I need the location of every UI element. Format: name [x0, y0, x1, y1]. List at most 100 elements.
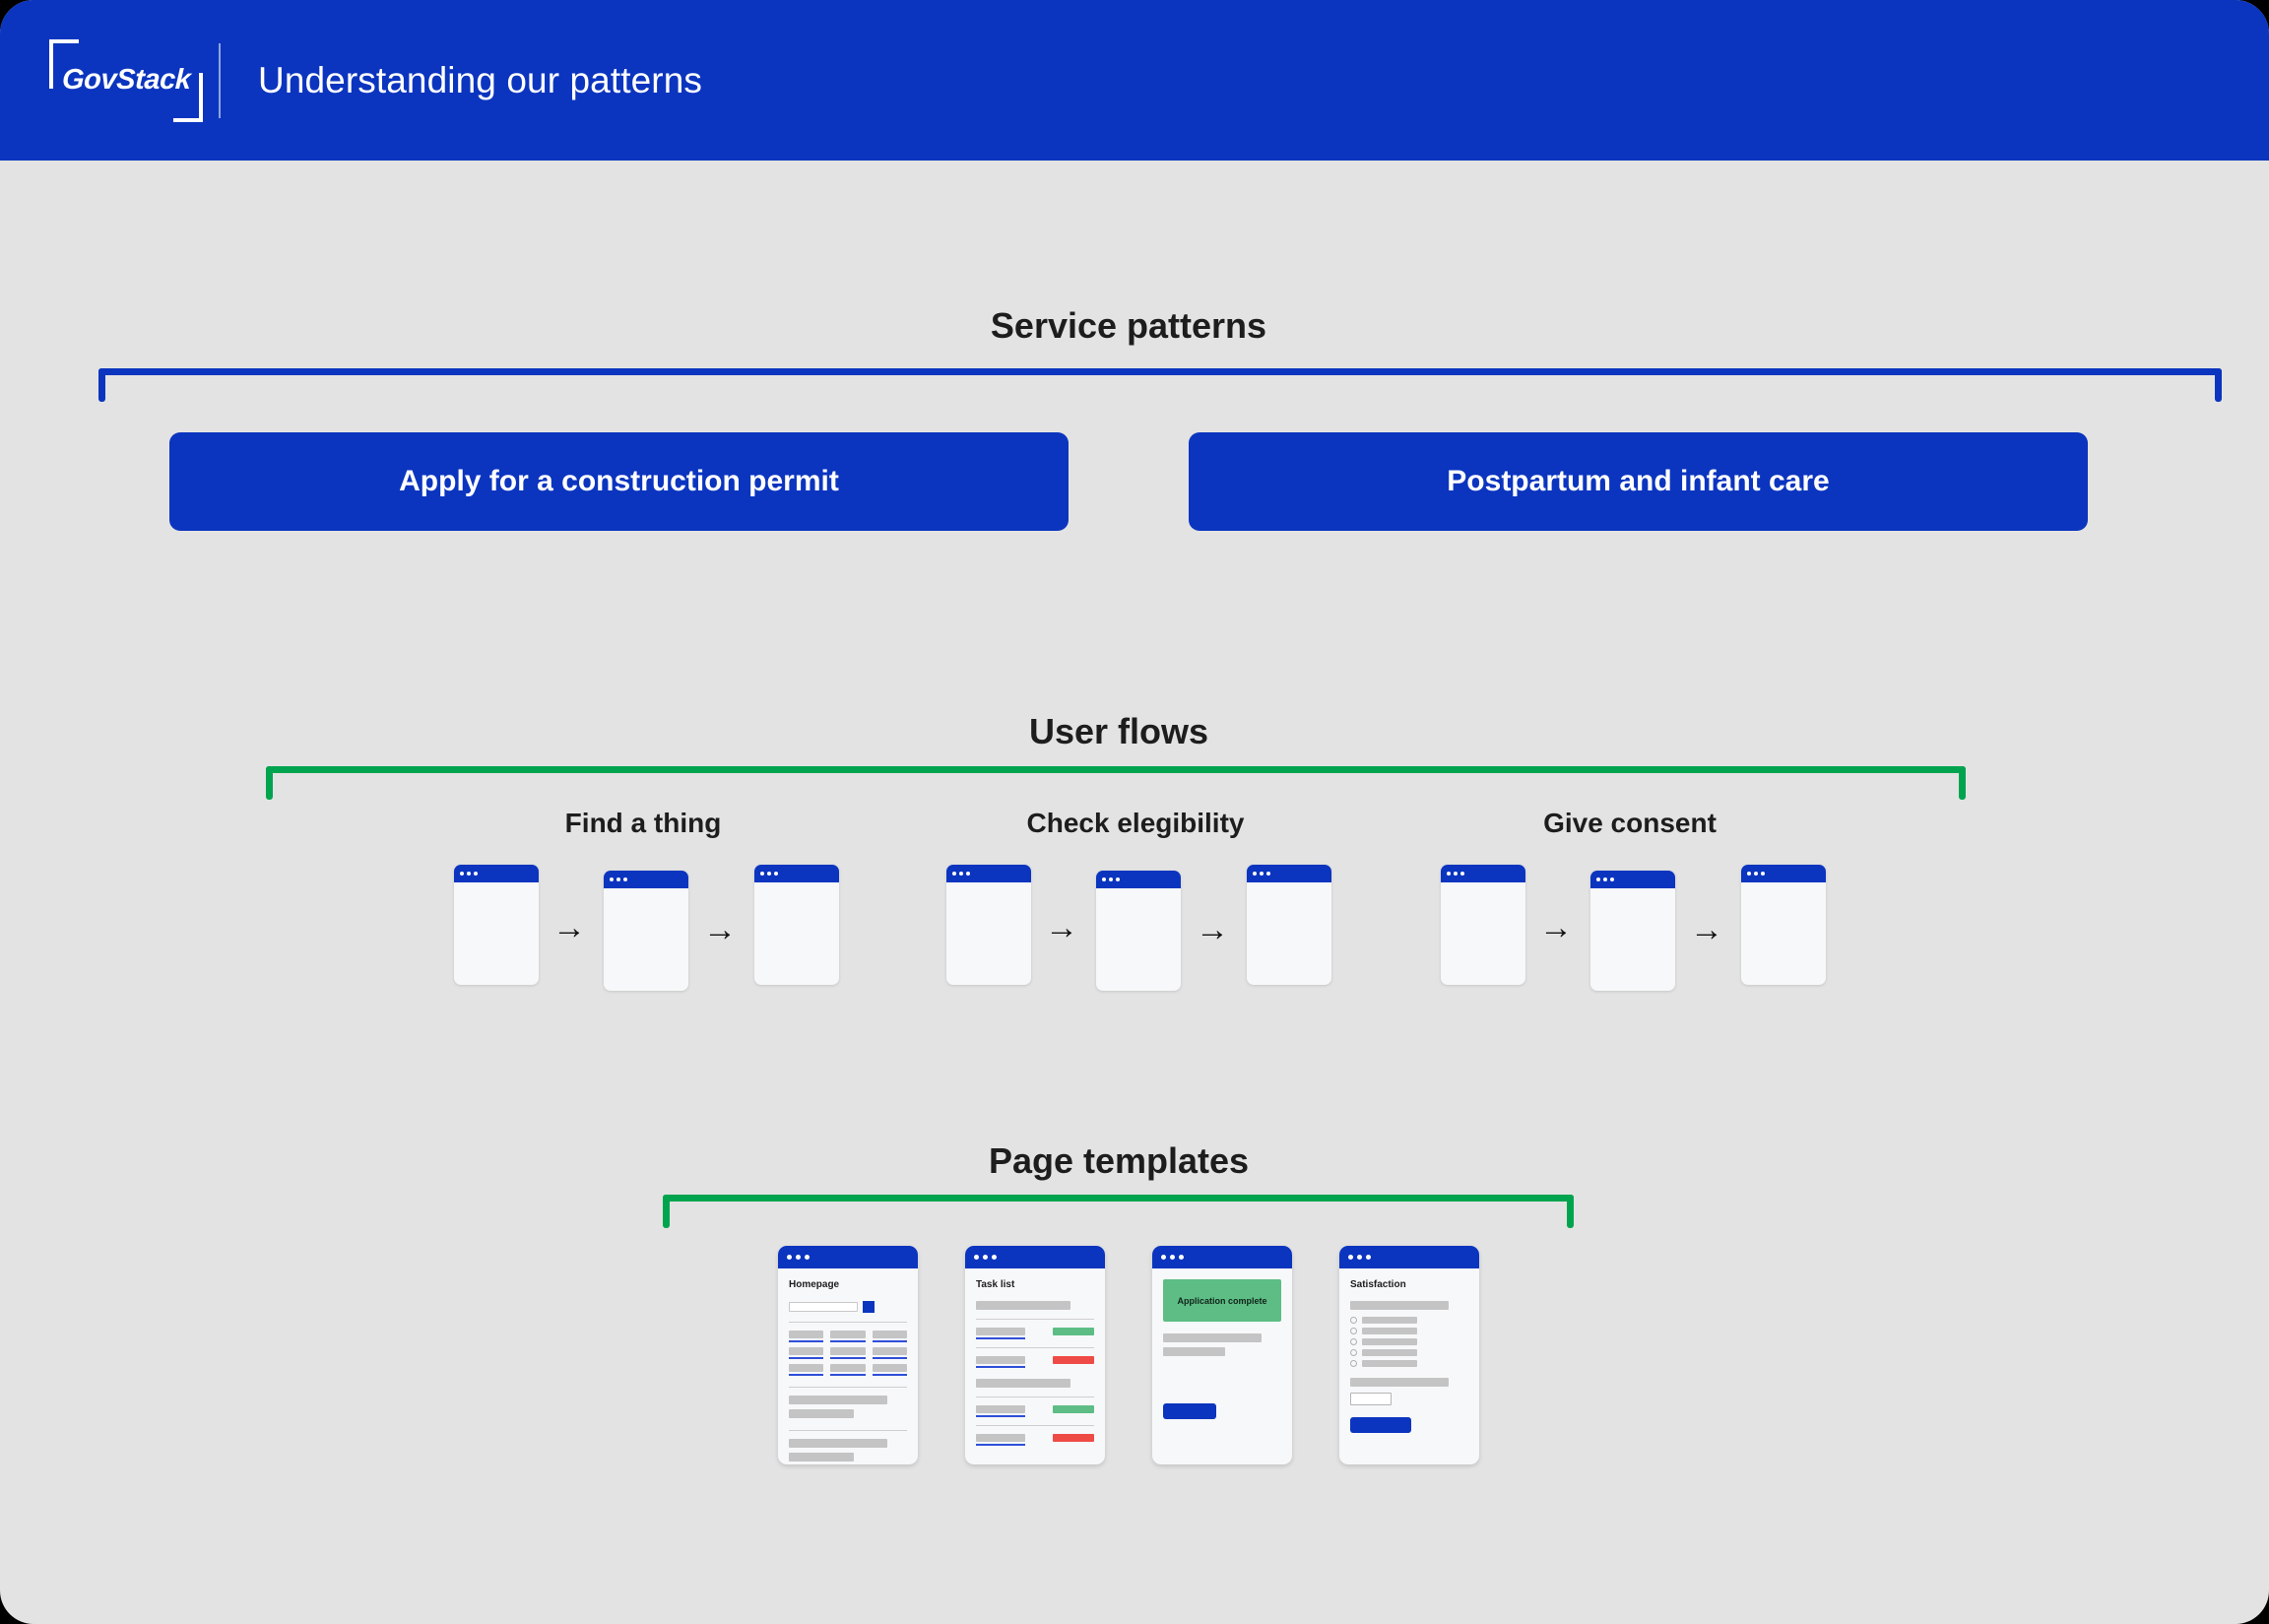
grid-link[interactable]: [789, 1364, 824, 1376]
card-titlebar: [604, 871, 688, 888]
task-row[interactable]: [976, 1328, 1094, 1339]
dot-icon: [610, 877, 614, 881]
flow-step-card[interactable]: [604, 871, 688, 991]
text-input[interactable]: [1350, 1393, 1392, 1405]
template-heading: Task list: [976, 1279, 1015, 1290]
text-placeholder: [789, 1453, 854, 1462]
grid-link[interactable]: [872, 1364, 907, 1376]
radio-option[interactable]: [1350, 1317, 1468, 1324]
card-titlebar: [1741, 865, 1826, 882]
flow-step-card[interactable]: [454, 865, 539, 985]
dot-icon: [959, 872, 963, 876]
dot-icon: [796, 1255, 801, 1260]
flow-step-card[interactable]: [946, 865, 1031, 985]
page-templates-title: Page templates: [988, 1140, 1250, 1181]
card-titlebar: [1096, 871, 1181, 888]
flow-step-card[interactable]: [1441, 865, 1525, 985]
text-placeholder: [789, 1409, 854, 1418]
dot-icon: [1603, 877, 1607, 881]
user-flows-bracket: [266, 766, 1966, 800]
dot-icon: [1253, 872, 1257, 876]
dot-icon: [1447, 872, 1451, 876]
bracket-bar: [266, 766, 1966, 773]
task-row[interactable]: [976, 1356, 1094, 1368]
dot-icon: [1266, 872, 1270, 876]
header-divider: [219, 42, 221, 118]
service-pattern-button-postpartum-infant-care[interactable]: Postpartum and infant care: [1189, 432, 2088, 531]
flow-step-card[interactable]: [1741, 865, 1826, 985]
grid-link[interactable]: [872, 1347, 907, 1359]
flow-step-card[interactable]: [1247, 865, 1331, 985]
dot-icon: [805, 1255, 810, 1260]
grid-link[interactable]: [830, 1331, 866, 1342]
card-titlebar: [965, 1246, 1105, 1268]
dot-icon: [623, 877, 627, 881]
search-button[interactable]: [863, 1301, 875, 1313]
radio-option[interactable]: [1350, 1349, 1468, 1356]
submit-button[interactable]: [1350, 1417, 1411, 1433]
bracket-bar: [663, 1195, 1574, 1202]
status-badge-complete: [1053, 1328, 1094, 1335]
template-heading: Homepage: [789, 1279, 840, 1290]
card-titlebar: [1247, 865, 1331, 882]
dot-icon: [467, 872, 471, 876]
flow-step-card[interactable]: [1590, 871, 1675, 991]
template-heading: Satisfaction: [1350, 1279, 1406, 1290]
card-titlebar: [1339, 1246, 1479, 1268]
grid-link[interactable]: [789, 1331, 824, 1342]
dot-icon: [1116, 877, 1120, 881]
dot-icon: [767, 872, 771, 876]
dot-icon: [1109, 877, 1113, 881]
task-row[interactable]: [976, 1405, 1094, 1417]
card-body: Satisfaction: [1339, 1268, 1479, 1433]
bracket-tick-right: [1959, 766, 1966, 800]
flow-label-check-elegibility: Check elegibility: [1026, 808, 1245, 838]
card-titlebar: [1152, 1246, 1292, 1268]
flow-arrow-icon: →: [703, 911, 737, 948]
bracket-tick-left: [663, 1195, 670, 1228]
card-titlebar: [946, 865, 1031, 882]
card-titlebar: [454, 865, 539, 882]
divider: [976, 1347, 1094, 1348]
success-banner: Application complete: [1163, 1279, 1281, 1322]
bracket-bar: [98, 368, 2222, 375]
page-template-card-task-list[interactable]: Task list: [965, 1246, 1105, 1464]
task-row[interactable]: [976, 1434, 1094, 1446]
search-input[interactable]: [789, 1302, 858, 1312]
card-titlebar: [1590, 871, 1675, 888]
primary-action-button[interactable]: [1163, 1403, 1216, 1419]
bracket-tick-right: [2215, 368, 2222, 402]
grid-link[interactable]: [830, 1347, 866, 1359]
page-template-card-satisfaction[interactable]: Satisfaction: [1339, 1246, 1479, 1464]
flow-step-card[interactable]: [754, 865, 839, 985]
govstack-logo: GovStack: [43, 35, 209, 126]
flow-arrow-icon: →: [1539, 909, 1573, 946]
service-pattern-button-construction-permit[interactable]: Apply for a construction permit: [169, 432, 1069, 531]
bracket-tick-right: [1567, 1195, 1574, 1228]
grid-link[interactable]: [872, 1331, 907, 1342]
card-body: Task list: [965, 1268, 1105, 1446]
dot-icon: [1170, 1255, 1175, 1260]
flow-label-find-a-thing: Find a thing: [564, 808, 722, 838]
divider: [976, 1319, 1094, 1320]
grid-link[interactable]: [830, 1364, 866, 1376]
logo-bracket-left-icon: [49, 38, 79, 89]
grid-link[interactable]: [789, 1347, 824, 1359]
section-label: [976, 1379, 1070, 1388]
dot-icon: [1754, 872, 1758, 876]
status-badge-incomplete: [1053, 1356, 1094, 1364]
dot-icon: [952, 872, 956, 876]
flow-label-give-consent: Give consent: [1543, 808, 1717, 838]
radio-option[interactable]: [1350, 1338, 1468, 1345]
flow-step-card[interactable]: [1096, 871, 1181, 991]
page-template-card-application-complete[interactable]: Application complete: [1152, 1246, 1292, 1464]
dot-icon: [974, 1255, 979, 1260]
dot-icon: [966, 872, 970, 876]
radio-option[interactable]: [1350, 1328, 1468, 1334]
radio-option[interactable]: [1350, 1360, 1468, 1367]
dot-icon: [1596, 877, 1600, 881]
dot-icon: [1454, 872, 1458, 876]
divider: [789, 1322, 907, 1323]
page-template-card-homepage[interactable]: Homepage: [778, 1246, 918, 1464]
flow-arrow-icon: →: [552, 909, 586, 946]
